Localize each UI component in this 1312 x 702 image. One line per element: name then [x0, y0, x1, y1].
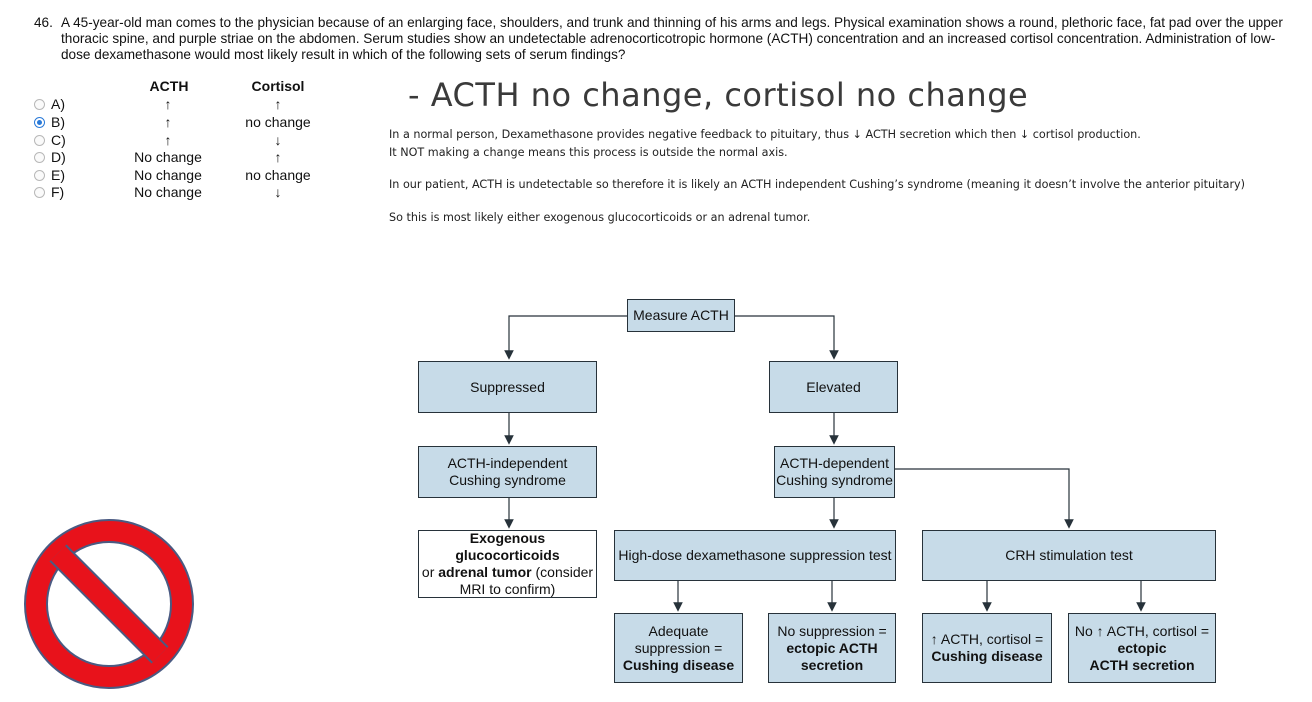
adrenal-tumor-text: adrenal tumor	[438, 564, 532, 580]
option-letter: C)	[51, 132, 66, 148]
no-sign-icon	[24, 519, 194, 689]
option-letter: B)	[51, 114, 65, 130]
high-dose-dexamethasone-box: High-dose dexamethasone suppression test	[614, 530, 896, 581]
question-number: 46.	[34, 15, 53, 30]
measure-acth-label: Measure ACTH	[633, 307, 729, 323]
answer-option-row[interactable]: E) No change no change	[34, 167, 324, 184]
acth-independent-line-1: ACTH-independent	[447, 455, 568, 471]
consider-text: (consider	[531, 564, 594, 580]
exogenous-line-1: Exogenous glucocorticoids	[455, 530, 560, 563]
question-stem: A 45-year-old man comes to the physician…	[61, 15, 1283, 62]
crh-label: CRH stimulation test	[1005, 547, 1133, 563]
acth-dependent-line-2: Cushing syndrome	[776, 472, 893, 488]
question-block: 46. A 45-year-old man comes to the physi…	[34, 15, 1302, 63]
answer-option-row[interactable]: A) ↑ ↑	[34, 96, 324, 113]
option-cortisol-value: ↓	[274, 132, 282, 148]
no-suppression-line-1: No suppression =	[777, 622, 887, 639]
elevated-box: Elevated	[769, 361, 898, 413]
option-letter: E)	[51, 167, 65, 183]
acth-column-header: ACTH	[149, 78, 189, 94]
high-dose-label: High-dose dexamethasone suppression test	[618, 547, 892, 563]
answer-option-row[interactable]: D) No change ↑	[34, 149, 324, 166]
crh-no-increase-line-1: No ↑ ACTH, cortisol =	[1074, 622, 1210, 639]
radio-icon[interactable]	[34, 170, 45, 181]
radio-icon[interactable]	[34, 135, 45, 146]
acth-dependent-box: ACTH-dependent Cushing syndrome	[774, 446, 895, 498]
option-cortisol-value: no change	[245, 114, 311, 130]
radio-icon[interactable]	[34, 152, 45, 163]
no-suppression-line-3: secretion	[800, 656, 864, 673]
answer-option-row[interactable]: C) ↑ ↓	[34, 132, 324, 149]
radio-icon[interactable]	[34, 99, 45, 110]
option-cortisol-value: ↑	[274, 149, 282, 165]
crh-increase-line-1: ↑ ACTH, cortisol =	[930, 631, 1044, 647]
explanation-line-4: So this is most likely either exogenous …	[389, 211, 811, 224]
crh-stimulation-box: CRH stimulation test	[922, 530, 1216, 581]
option-cortisol-value: no change	[245, 167, 311, 183]
explanation-line-2: It NOT making a change means this proces…	[389, 146, 788, 159]
crh-no-increase-line-2: ectopic	[1117, 639, 1167, 656]
cortisol-column-header: Cortisol	[251, 78, 305, 94]
radio-icon[interactable]	[34, 187, 45, 198]
option-acth-value: ↑	[164, 114, 172, 130]
crh-increase-box: ↑ ACTH, cortisol = Cushing disease	[922, 613, 1052, 683]
adequate-suppression-box: Adequate suppression = Cushing disease	[614, 613, 743, 683]
option-cortisol-value: ↑	[274, 96, 282, 112]
no-suppression-line-2: ectopic ACTH	[786, 639, 878, 656]
option-letter: D)	[51, 149, 66, 165]
radio-icon[interactable]	[34, 117, 45, 128]
answer-title: - ACTH no change, cortisol no change	[408, 76, 1029, 114]
explanation-line-3: In our patient, ACTH is undetectable so …	[389, 178, 1246, 191]
exogenous-line-3: MRI to confirm)	[459, 581, 556, 597]
option-letter: F)	[51, 184, 65, 200]
crh-no-increase-line-3: ACTH secretion	[1089, 656, 1195, 673]
crh-no-increase-box: No ↑ ACTH, cortisol = ectopic ACTH secre…	[1068, 613, 1216, 683]
elevated-label: Elevated	[806, 378, 861, 395]
exogenous-line-2: or adrenal tumor (consider	[422, 564, 593, 581]
exogenous-or-text: or	[421, 564, 439, 580]
option-cortisol-value: ↓	[274, 184, 282, 200]
suppressed-box: Suppressed	[418, 361, 597, 413]
no-suppression-box: No suppression = ectopic ACTH secretion	[768, 613, 896, 683]
adequate-line-2: suppression =	[634, 639, 723, 656]
adequate-line-1: Adequate	[648, 622, 709, 639]
option-letter: A)	[51, 96, 65, 112]
exogenous-glucocorticoids-box: Exogenous glucocorticoids or adrenal tum…	[418, 530, 597, 598]
adequate-line-3: Cushing disease	[622, 656, 735, 673]
option-acth-value: No change	[134, 167, 202, 183]
option-acth-value: ↑	[164, 96, 172, 112]
crh-increase-line-2: Cushing disease	[931, 648, 1043, 664]
acth-dependent-line-1: ACTH-dependent	[780, 455, 889, 471]
option-acth-value: No change	[134, 184, 202, 200]
answer-option-row[interactable]: B) ↑ no change	[34, 114, 324, 131]
explanation-line-1: In a normal person, Dexamethasone provid…	[389, 128, 1141, 141]
measure-acth-box: Measure ACTH	[627, 299, 735, 332]
option-acth-value: ↑	[164, 132, 172, 148]
suppressed-label: Suppressed	[470, 378, 545, 395]
option-acth-value: No change	[134, 149, 202, 165]
acth-independent-box: ACTH-independent Cushing syndrome	[418, 446, 597, 498]
answer-option-row[interactable]: F) No change ↓	[34, 184, 324, 201]
acth-independent-line-2: Cushing syndrome	[449, 472, 566, 488]
